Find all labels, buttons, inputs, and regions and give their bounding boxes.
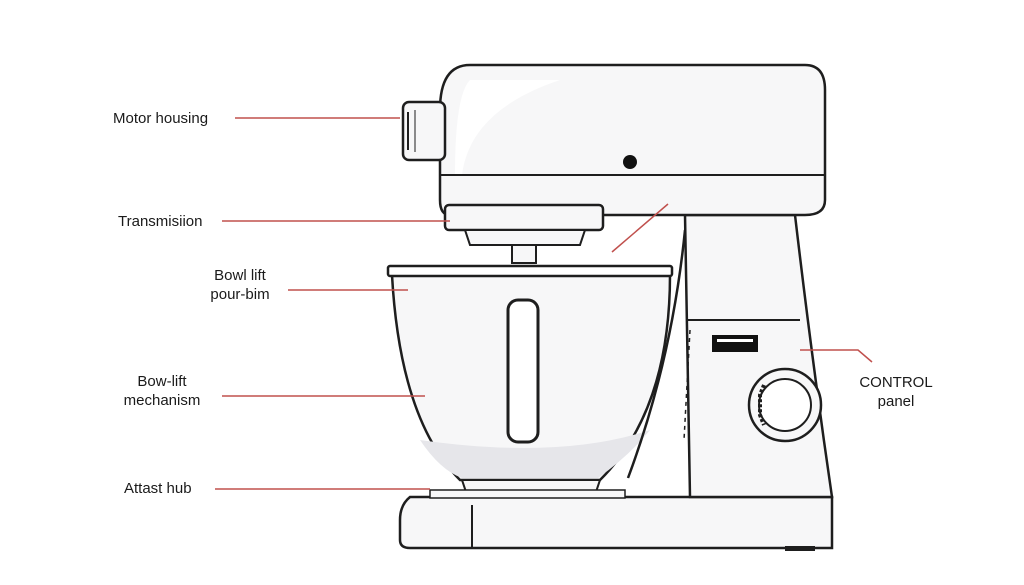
label-attast-hub: Attast hub	[124, 480, 192, 497]
label-transmission: Transmisiion	[118, 213, 203, 230]
label-bow-lift-line2: mechanism	[123, 392, 201, 409]
label-bow-lift-line1: Bow-lift	[137, 373, 187, 390]
speed-slot-highlight	[717, 339, 753, 342]
control-knob-inner	[758, 378, 812, 432]
label-bowl-lift-line2: pour-bim	[210, 286, 270, 303]
attachment-hub	[401, 100, 447, 162]
transmission-housing	[443, 203, 605, 232]
label-bow-lift-mechanism: Bow-lift mechanism	[112, 372, 212, 410]
bowl-handle-slot	[506, 298, 540, 444]
speed-slot	[712, 335, 758, 352]
beater-shaft-cap	[463, 229, 587, 246]
label-control-line1: CONTROL	[859, 374, 933, 391]
label-control-line2: panel	[877, 393, 915, 410]
mixer-column	[683, 213, 834, 499]
label-bowl-lift-line1: Bowl lift	[214, 267, 266, 284]
bowl-rim	[386, 264, 674, 278]
column-dash	[683, 329, 691, 441]
base-foot	[785, 546, 815, 551]
beater-connector	[511, 244, 537, 264]
bowl-clamp-plate	[429, 489, 626, 499]
bowl-shade	[420, 430, 650, 478]
head-lock-button	[623, 155, 637, 169]
label-bowl-lift: Bowl lift pour-bim	[190, 266, 290, 304]
control-knob-grip	[758, 384, 766, 426]
mixer-base	[398, 495, 834, 550]
label-control-panel: CONTROL panel	[846, 373, 946, 411]
label-motor-housing: Motor housing	[113, 110, 209, 127]
bowl-lift-arm	[626, 229, 687, 479]
leader-head-tilt	[611, 203, 669, 253]
motor-head-highlight	[455, 80, 560, 175]
motor-head	[438, 63, 827, 217]
leader-control-panel	[800, 349, 873, 363]
